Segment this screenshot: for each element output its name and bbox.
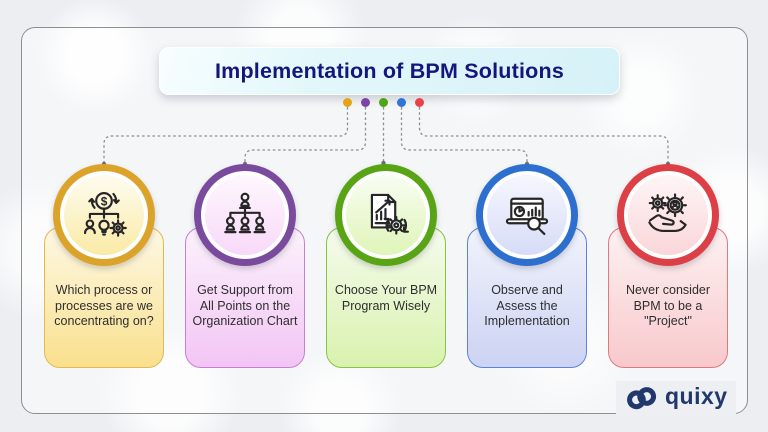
step-dot-4 xyxy=(397,98,406,107)
quixy-logo-icon xyxy=(627,387,657,410)
report-gear-icon xyxy=(370,193,409,235)
step-dot-2 xyxy=(361,98,370,107)
step-circle-5 xyxy=(617,164,719,266)
step-label-1: Which process or processes are we concen… xyxy=(54,283,154,328)
organization-chart-icon xyxy=(224,192,266,234)
step-label-5: Never consider BPM to be a "Project" xyxy=(625,283,711,328)
step-label-3: Choose Your BPM Program Wisely xyxy=(334,283,438,313)
step-label-4: Observe and Assess the Implementation xyxy=(484,283,570,328)
dashboard-magnifier-icon xyxy=(505,197,549,236)
step-dot-1 xyxy=(343,98,352,107)
money-process-tree-icon: $ xyxy=(83,192,127,237)
step-circle-2 xyxy=(194,164,296,266)
page-title: Implementation of BPM Solutions xyxy=(214,58,564,83)
step-dot-3 xyxy=(379,98,388,107)
title-banner: Implementation of BPM Solutions xyxy=(159,47,620,95)
brand-logo-text: quixy xyxy=(665,382,728,409)
step-circle-1: $ xyxy=(53,164,155,266)
step-dot-5 xyxy=(415,98,424,107)
svg-text:$: $ xyxy=(101,194,108,208)
step-circle-4 xyxy=(476,164,578,266)
step-circle-3 xyxy=(335,164,437,266)
brand-logo: quixy xyxy=(616,381,736,415)
step-label-2: Get Support from All Points on the Organ… xyxy=(192,283,298,328)
hand-gears-icon xyxy=(648,193,687,233)
